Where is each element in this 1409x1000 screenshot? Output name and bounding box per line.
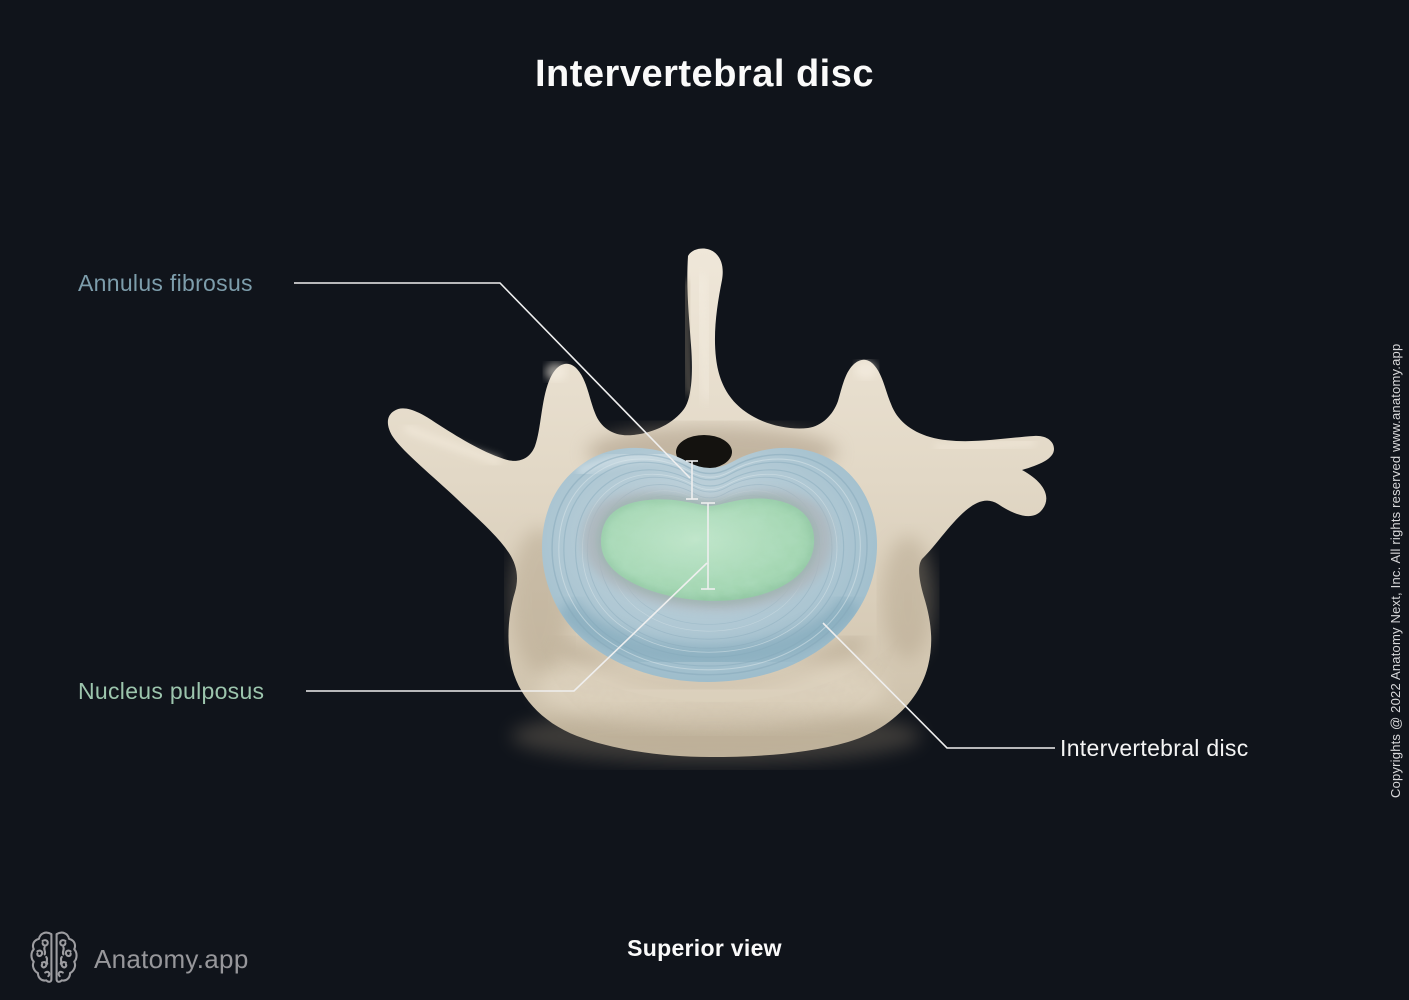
page-title: Intervertebral disc: [535, 53, 874, 96]
measure-bracket-nucleus: [701, 502, 715, 590]
leader-line-annulus: [294, 282, 691, 479]
copyright-notice: Copyrights @ 2022 Anatomy Next, Inc. All…: [1388, 343, 1403, 798]
brand-lockup: Anatomy.app: [28, 929, 249, 990]
brand-name: Anatomy.app: [94, 944, 249, 974]
leader-line-disc: [822, 622, 1055, 749]
measure-bracket-annulus: [686, 460, 698, 500]
brain-icon: [28, 929, 80, 990]
leader-line-nucleus: [306, 562, 708, 692]
view-caption: Superior view: [627, 935, 782, 961]
label-annulus-fibrosus: Annulus fibrosus: [78, 270, 253, 296]
leader-lines: [294, 282, 1055, 749]
label-nucleus-pulposus: Nucleus pulposus: [78, 678, 265, 704]
label-intervertebral-disc: Intervertebral disc: [1060, 735, 1249, 761]
